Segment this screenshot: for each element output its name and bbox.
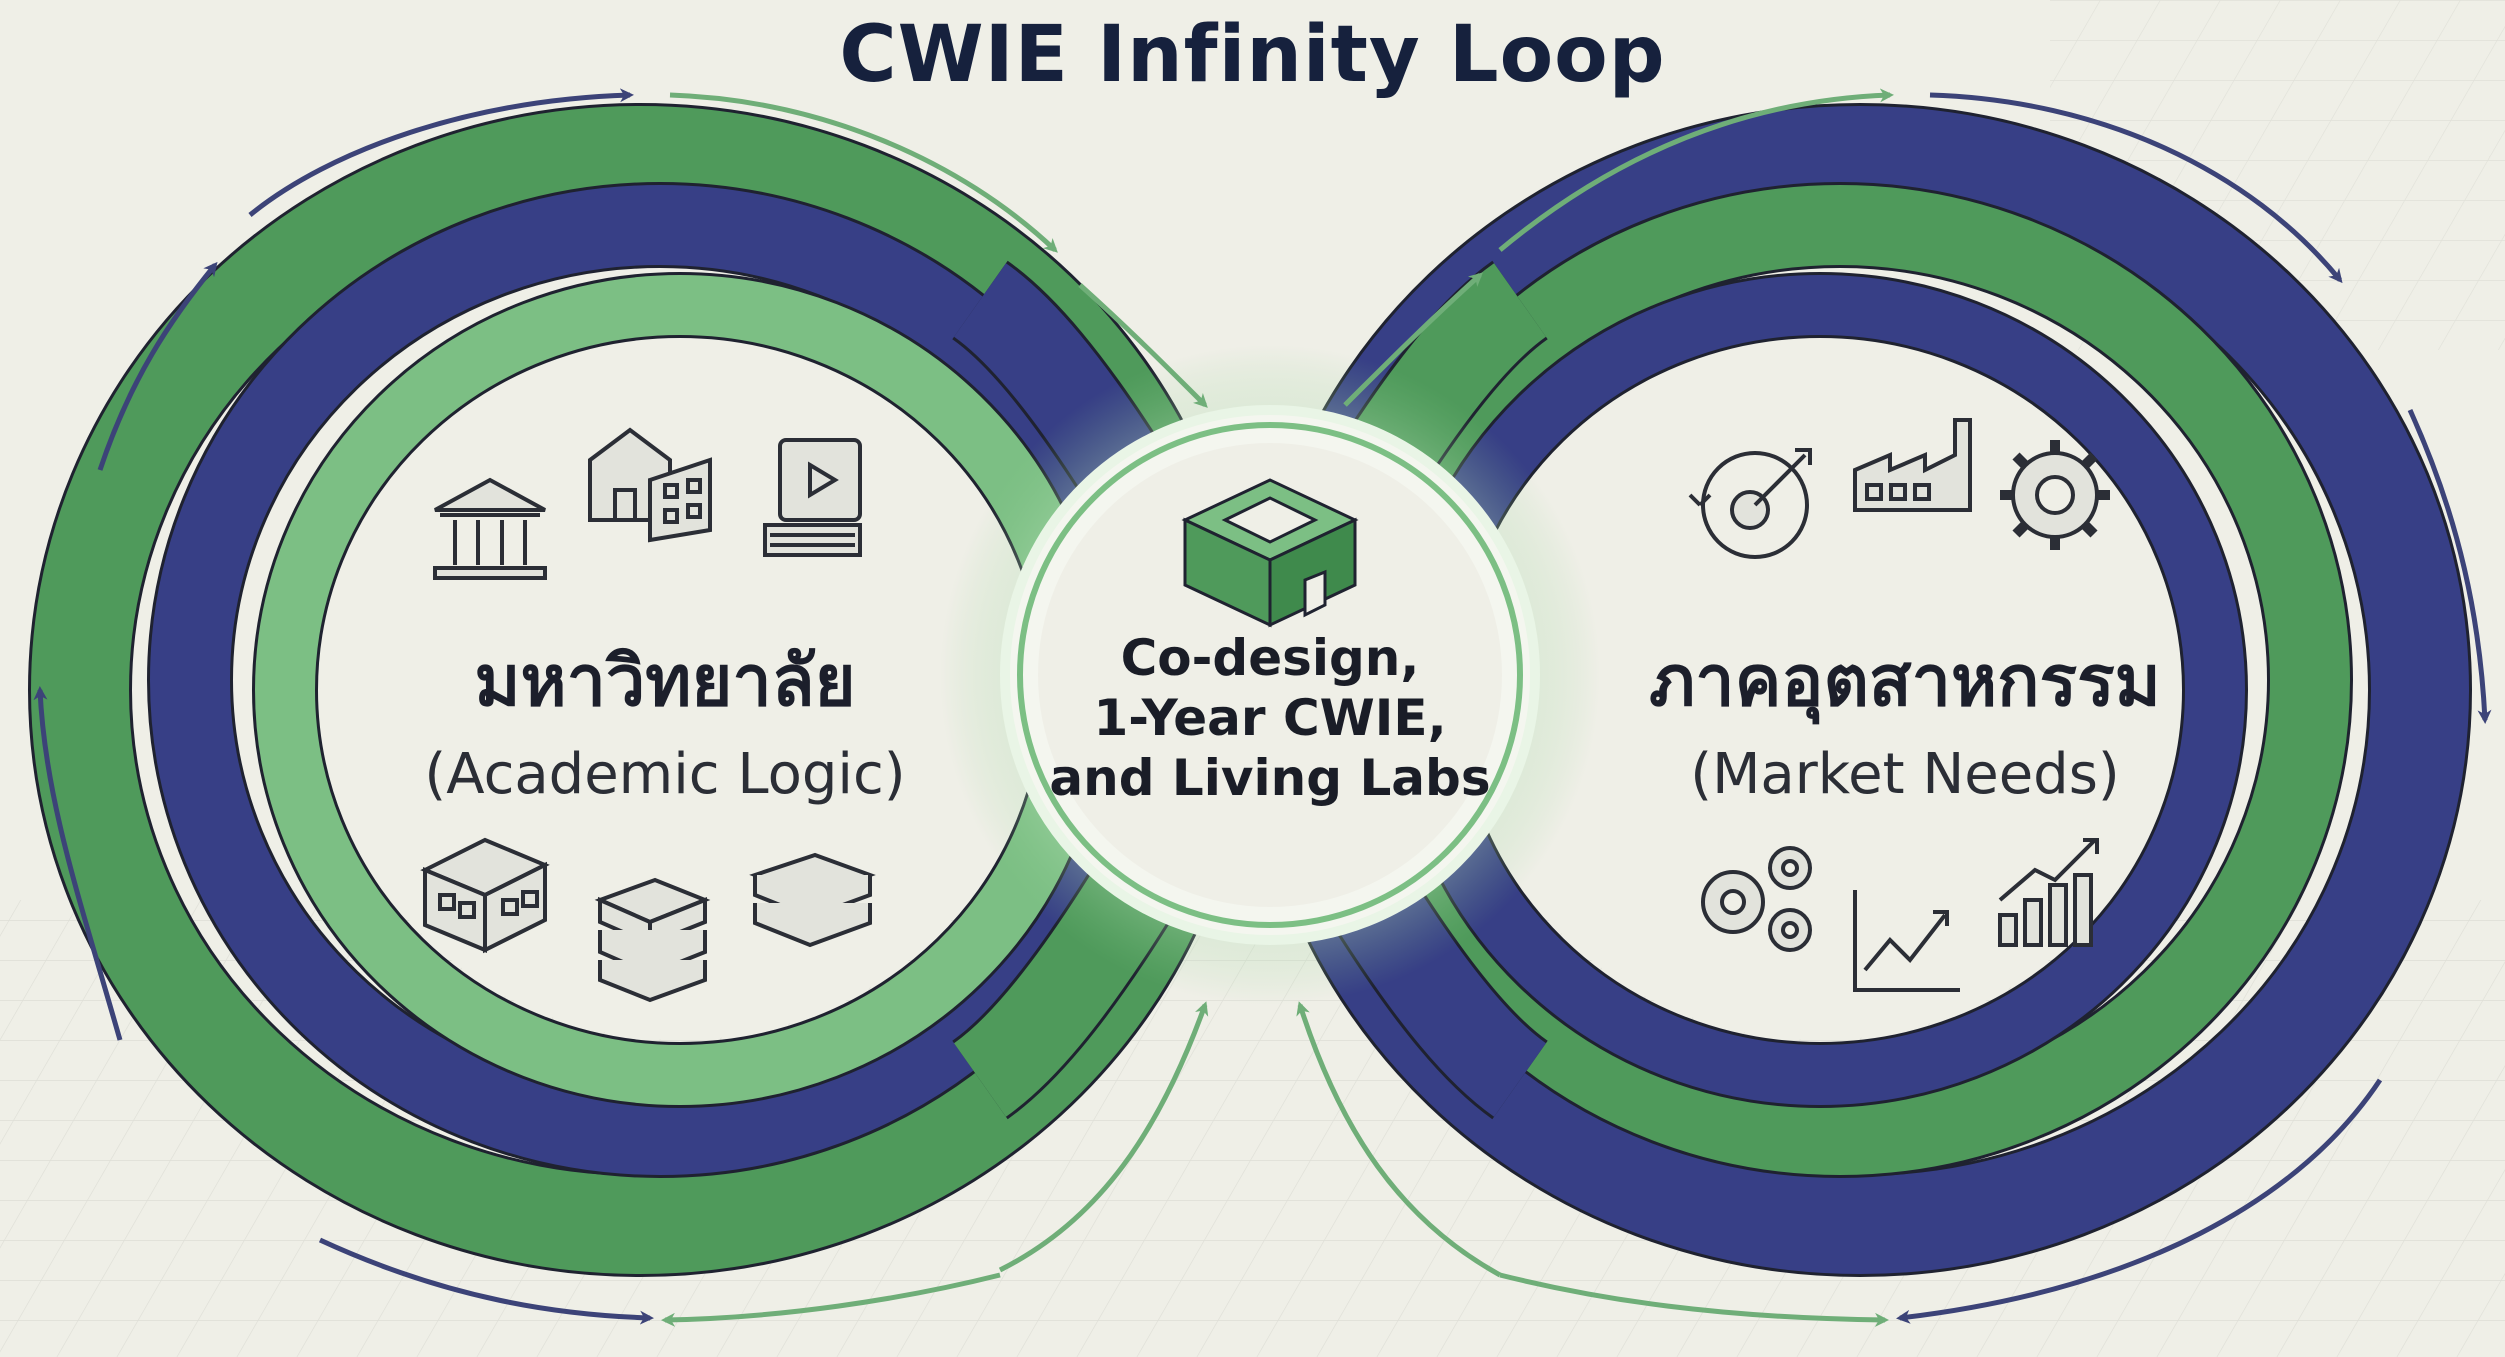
university-thai-label: มหาวิทยาลัย xyxy=(474,640,856,722)
center-line-1: Co-design, xyxy=(1120,629,1420,687)
industry-label: ภาคอุตสาหกรรม (Market Needs) xyxy=(1605,625,2205,807)
center-hub xyxy=(940,345,1600,1005)
books-icon xyxy=(594,877,711,1003)
gears-icon xyxy=(1701,846,1812,952)
diagram-title: CWIE Infinity Loop xyxy=(839,10,1666,100)
bank-icon xyxy=(433,477,547,580)
academic-logic-label: (Academic Logic) xyxy=(424,742,906,807)
gear-icon xyxy=(2000,440,2110,550)
cycle-target-icon xyxy=(1688,448,1812,559)
living-lab-box-icon xyxy=(1181,478,1359,628)
right-inner-panel xyxy=(1460,340,2180,1040)
market-needs-label: (Market Needs) xyxy=(1690,742,2120,807)
center-line-3: and Living Labs xyxy=(1049,749,1491,807)
factory-icon xyxy=(1853,418,1972,512)
flow-arrows xyxy=(33,88,2492,1327)
bar-chart-icon xyxy=(1998,838,2099,947)
university-label: มหาวิทยาลัย (Academic Logic) xyxy=(365,625,965,807)
book-stack-icon xyxy=(749,852,876,948)
center-hub-label: Co-design, 1-Year CWIE, and Living Labs xyxy=(1040,628,1500,808)
campus-building-icon xyxy=(420,837,550,954)
video-lesson-icon xyxy=(763,438,862,557)
industry-thai-label: ภาคอุตสาหกรรม xyxy=(1649,640,2161,722)
left-lobe-ribbons xyxy=(28,103,1252,1277)
school-building-icon xyxy=(588,427,712,543)
line-chart-icon xyxy=(1853,890,1960,992)
center-line-2: 1-Year CWIE, xyxy=(1093,689,1447,747)
